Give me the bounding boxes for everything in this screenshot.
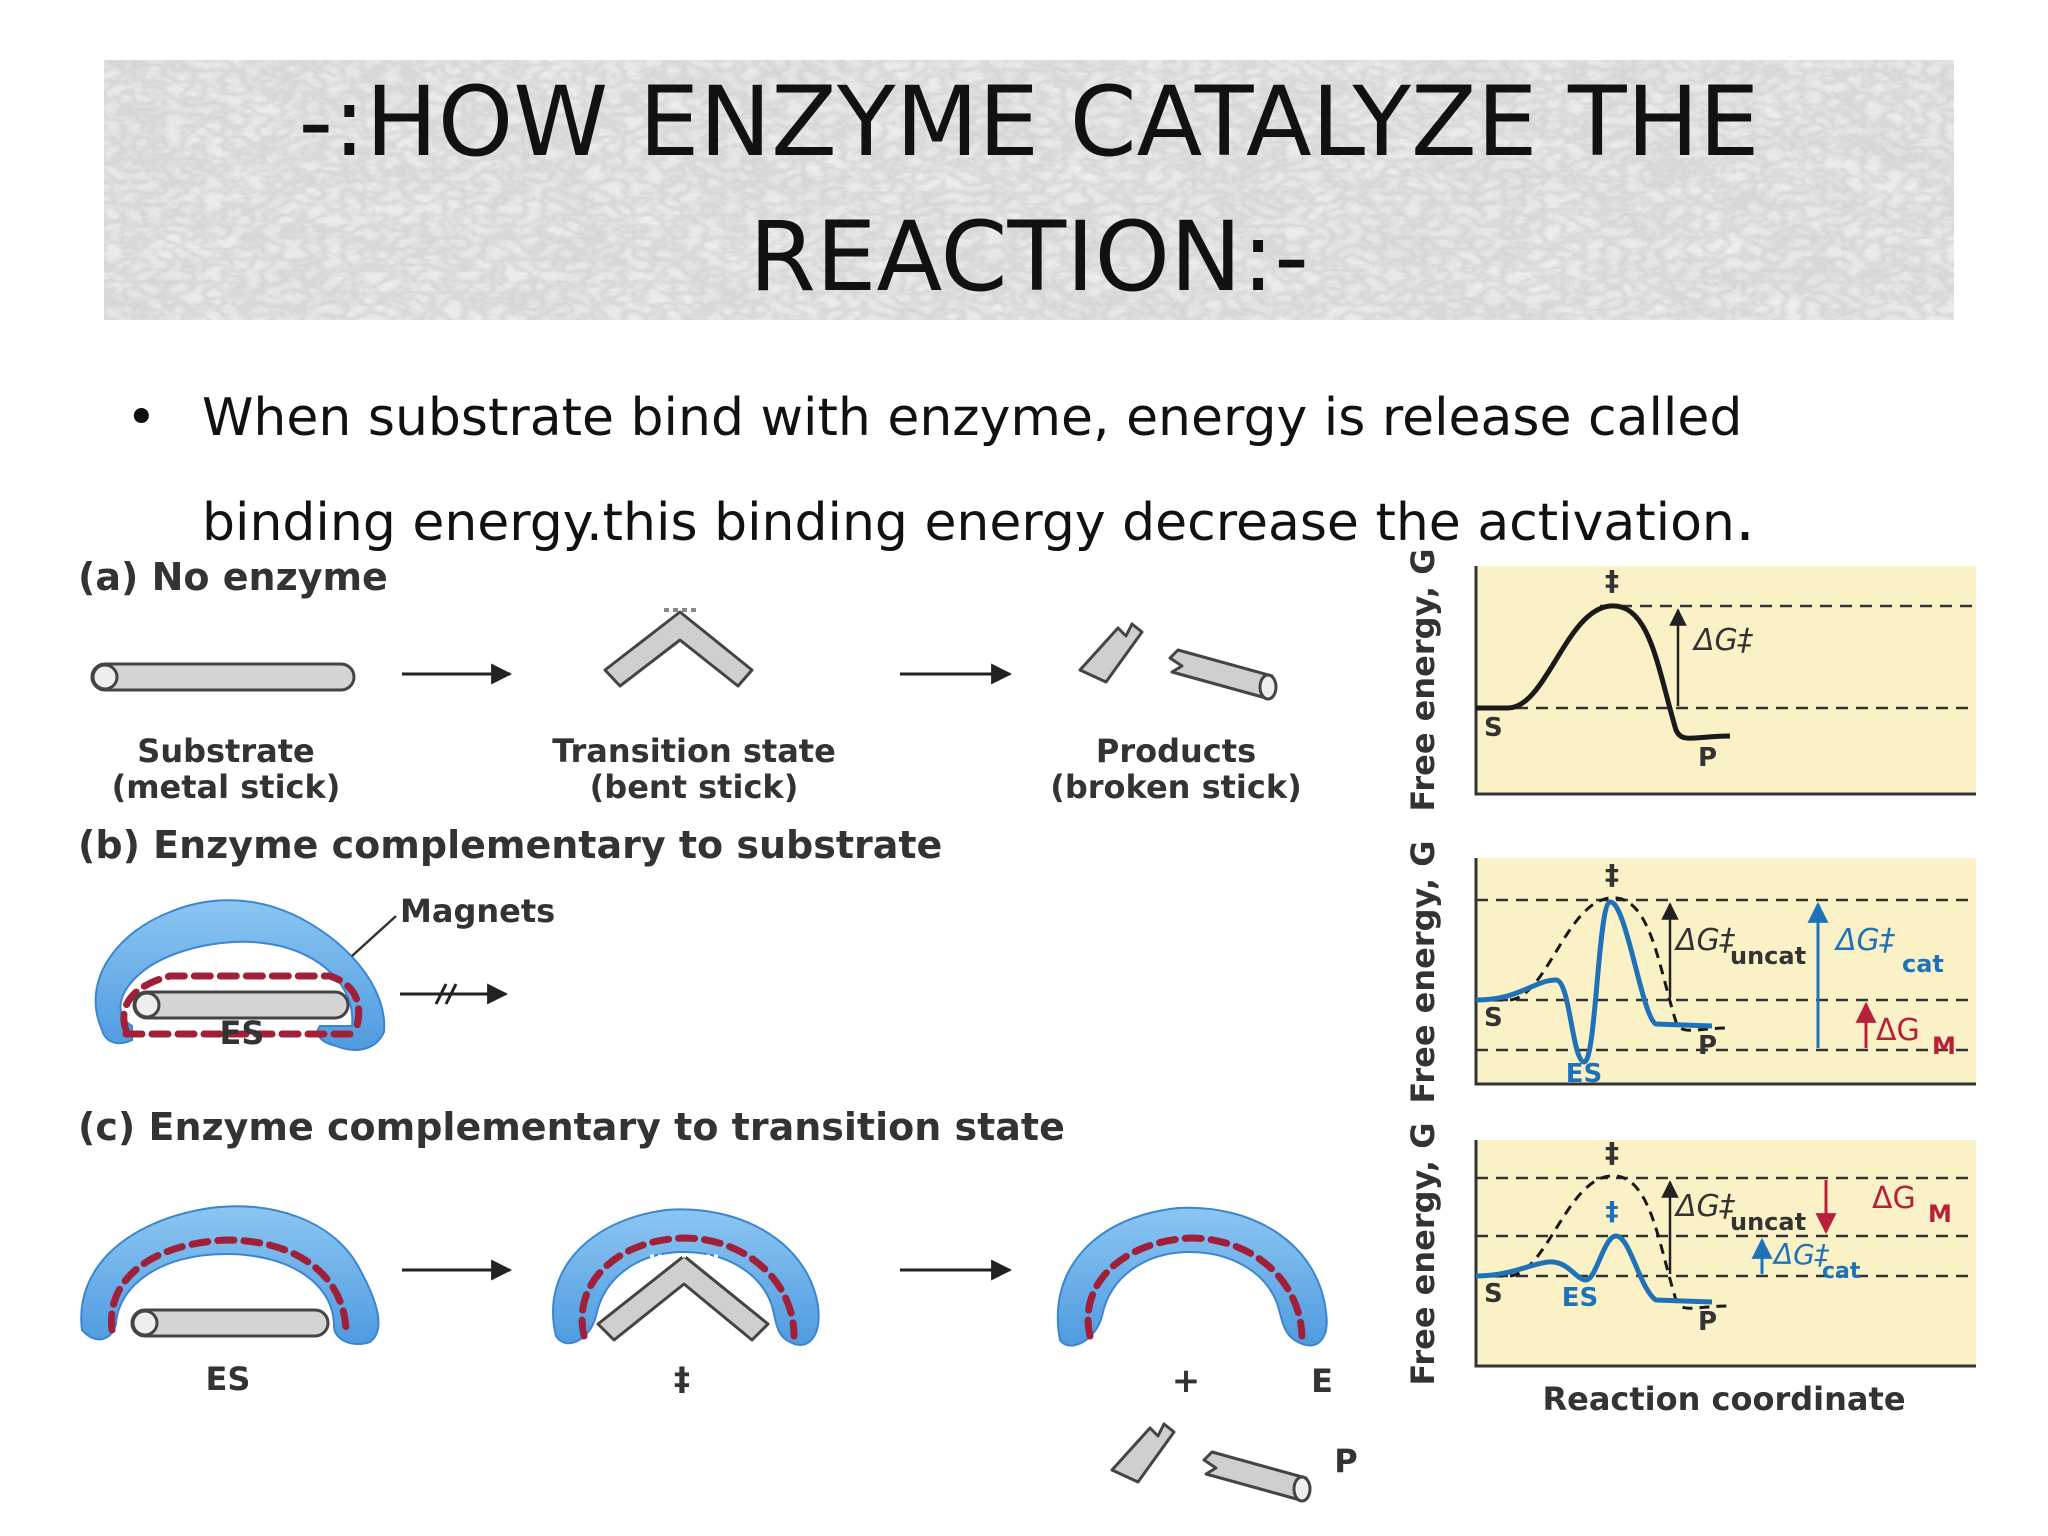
graph-1-axes [1474,566,1976,796]
enzyme-catalysis-diagram: (a) No enzyme Substrate (metal stick) Tr… [78,549,1976,1503]
panel-a-no-enzyme: (a) No enzyme Substrate (metal stick) Tr… [78,555,1302,806]
panel-b-heading: (b) Enzyme complementary to substrate [78,823,942,867]
graph-3-axes [1474,1140,1976,1368]
transition-symbol-c: ‡ [674,1360,690,1398]
graph-3-p: P [1698,1307,1717,1337]
panel-c-enzyme-transition: (c) Enzyme complementary to transition s… [78,1105,1358,1503]
magnets-label: Magnets [400,892,555,930]
graph-1-p: P [1698,743,1717,773]
graph-2-delta-g-uncat: ΔG‡ [1674,923,1736,958]
graph-3-s: S [1484,1279,1503,1309]
slide-title: -:HOW ENZYME CATALYZE THE REACTION:- [104,60,1954,320]
graph-2-delta-gm: ΔG [1876,1013,1920,1048]
enzyme-c1-es [80,1205,380,1345]
graph-2-m-sub: M [1932,1032,1956,1060]
panel-b-enzyme-substrate: (b) Enzyme complementary to substrate Ma… [78,823,942,1052]
es-label-c: ES [206,1360,251,1398]
broken-stick [1078,622,1278,701]
graph-2-s: S [1484,1003,1503,1033]
title-line-1: -:HOW ENZYME CATALYZE THE [298,66,1760,178]
transition-desc: (bent stick) [590,768,799,806]
energy-graph-1: Free energy, G ‡ ΔG‡ S P [1404,549,1976,812]
graph-2-uncat-sub: uncat [1730,942,1806,970]
substrate-stick [90,662,356,692]
substrate-label: Substrate [137,732,314,770]
enzyme-es-complex [94,899,386,1051]
graph-1-curve [1476,603,1731,741]
graph-3-background [1476,1140,1976,1366]
bullet-text: When substrate bind with enzyme, energy … [202,368,1902,574]
energy-graph-3: Free energy, G ‡ ‡ ΔG‡ uncat ΔG M ΔG‡ ca… [1404,1123,1976,1418]
product-pieces [1110,1422,1312,1503]
es-label-b: ES [220,1014,265,1052]
products-label: Products [1096,732,1256,770]
graph-1-s: S [1484,713,1503,743]
graph-2-ylabel: Free energy, G [1404,841,1442,1104]
graph-1-ylabel: Free energy, G [1404,549,1442,812]
enzyme-c2-transition [552,1208,820,1346]
bullet-body: When substrate bind with enzyme, energy … [202,388,1743,553]
graph-2-background [1476,858,1976,1084]
graph-2-uncat-curve [1476,896,1731,1032]
substrate-desc: (metal stick) [112,768,341,806]
graph-3-ylabel: Free energy, G [1404,1123,1442,1386]
graph-3-es: ES [1562,1283,1599,1313]
graph-3-delta-g-cat: ΔG‡ [1772,1238,1830,1271]
panel-c-heading: (c) Enzyme complementary to transition s… [78,1105,1065,1149]
product-label-p: P [1334,1442,1357,1480]
graph-3-cat-curve [1475,1233,1713,1305]
bullet-period: . [1734,482,1756,556]
blocked-mark-2 [444,983,458,1005]
graph-2-p: P [1698,1031,1717,1061]
title-line-2: REACTION:- [749,201,1309,313]
graph-1-background [1476,566,1976,794]
graph-3-uncat-curve [1476,1174,1731,1310]
graph-3-cat-sub: cat [1822,1259,1861,1284]
graph-1-delta-g: ΔG‡ [1692,623,1754,658]
graph-3-uncat-sub: uncat [1730,1208,1806,1236]
graph-2-cat-curve [1475,899,1713,1065]
bent-stick [603,608,754,688]
graph-3-ts-uncat: ‡ [1605,1136,1619,1169]
graph-2-cat-sub: cat [1902,950,1944,978]
graph-3-delta-gm: ΔG [1872,1181,1916,1216]
graph-3-m-sub: M [1928,1200,1952,1228]
panel-a-heading: (a) No enzyme [78,555,388,599]
graph-3-delta-g-uncat: ΔG‡ [1674,1189,1736,1224]
graph-3-ts-cat: ‡ [1606,1197,1619,1227]
graph-2-ts: ‡ [1605,858,1619,891]
enzyme-label-e: E [1311,1362,1333,1400]
bullet-marker: • [126,388,157,448]
graph-2-axes [1474,858,1976,1086]
graph-2-delta-g-cat: ΔG‡ [1834,923,1896,958]
title-banner: -:HOW ENZYME CATALYZE THE REACTION:- [104,60,1954,320]
energy-graph-2: Free energy, G ‡ ΔG‡ uncat ΔG‡ cat ΔG M … [1404,841,1976,1104]
graph-xlabel: Reaction coordinate [1542,1380,1905,1418]
marble-texture [104,60,1954,320]
plus-sign: + [1172,1361,1201,1401]
graph-1-ts: ‡ [1605,564,1619,597]
enzyme-c3-free [1056,1206,1328,1347]
graph-2-es: ES [1566,1059,1603,1089]
magnets-leader-line [351,915,397,957]
products-desc: (broken stick) [1050,768,1302,806]
transition-label: Transition state [552,732,836,770]
blocked-mark-1 [434,983,448,1005]
